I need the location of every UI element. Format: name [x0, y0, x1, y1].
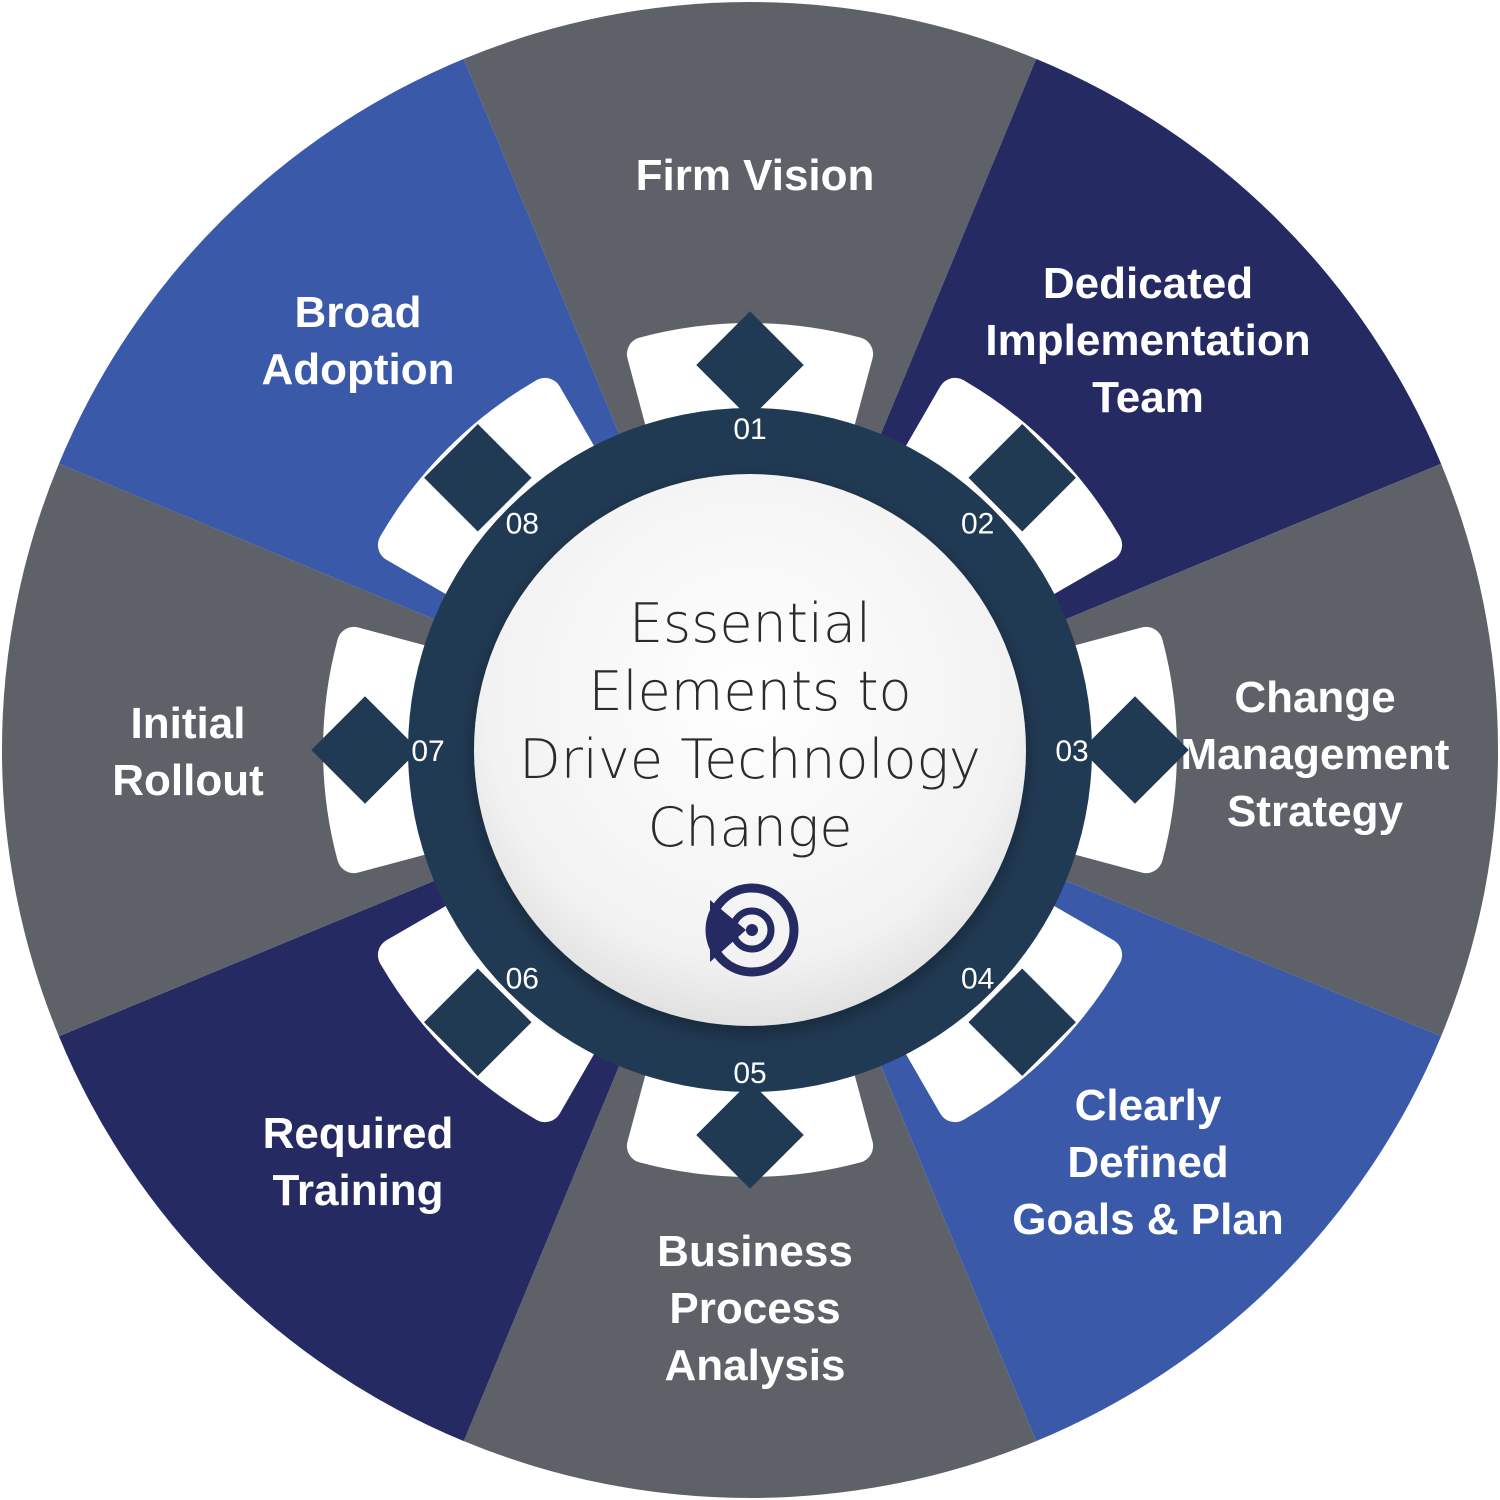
segment-number-01: 01	[733, 413, 766, 446]
segment-label-line: Process	[669, 1284, 840, 1333]
segment-label-line: Implementation	[985, 316, 1310, 365]
segment-label-line: Training	[272, 1166, 443, 1215]
segment-number-02: 02	[961, 507, 994, 540]
segment-label-line: Firm Vision	[636, 151, 875, 200]
segment-label-line: Adoption	[261, 345, 454, 394]
segment-label-line: Dedicated	[1043, 259, 1253, 308]
target-play-icon	[705, 883, 799, 977]
center-title-line: Drive Technology	[519, 728, 981, 791]
number-notch-01	[696, 311, 804, 419]
center-title-line: Essential	[629, 592, 871, 655]
number-notch-04	[968, 968, 1076, 1076]
segment-number-06: 06	[506, 963, 539, 996]
number-notch-07	[311, 696, 419, 804]
center-title-line: Change	[648, 796, 853, 859]
segment-label-line: Change	[1234, 673, 1395, 722]
segment-number-07: 07	[411, 735, 444, 768]
segment-number-03: 03	[1055, 735, 1088, 768]
segment-number-04: 04	[961, 963, 994, 996]
number-notch-06	[424, 968, 532, 1076]
segment-label-line: Analysis	[665, 1341, 846, 1390]
segment-label-line: Team	[1092, 373, 1204, 422]
segment-label-line: Broad	[294, 288, 421, 337]
segment-label-line: Strategy	[1227, 787, 1404, 836]
segment-label-line: Management	[1181, 730, 1450, 779]
segment-number-08: 08	[506, 507, 539, 540]
segment-label-line: Defined	[1067, 1138, 1228, 1187]
segment-label-line: Required	[263, 1109, 454, 1158]
number-notch-08	[424, 424, 532, 532]
number-notch-02	[968, 424, 1076, 532]
segment-label-01: Firm Vision	[636, 151, 875, 200]
segment-label-line: Clearly	[1075, 1081, 1222, 1130]
segment-label-line: Rollout	[112, 756, 264, 805]
segment-label-line: Business	[657, 1227, 853, 1276]
segment-label-line: Goals & Plan	[1012, 1195, 1283, 1244]
segment-label-line: Initial	[131, 699, 246, 748]
segment-number-05: 05	[733, 1057, 766, 1090]
center-title-line: Elements to	[588, 660, 911, 723]
center-circle	[474, 474, 1026, 1026]
